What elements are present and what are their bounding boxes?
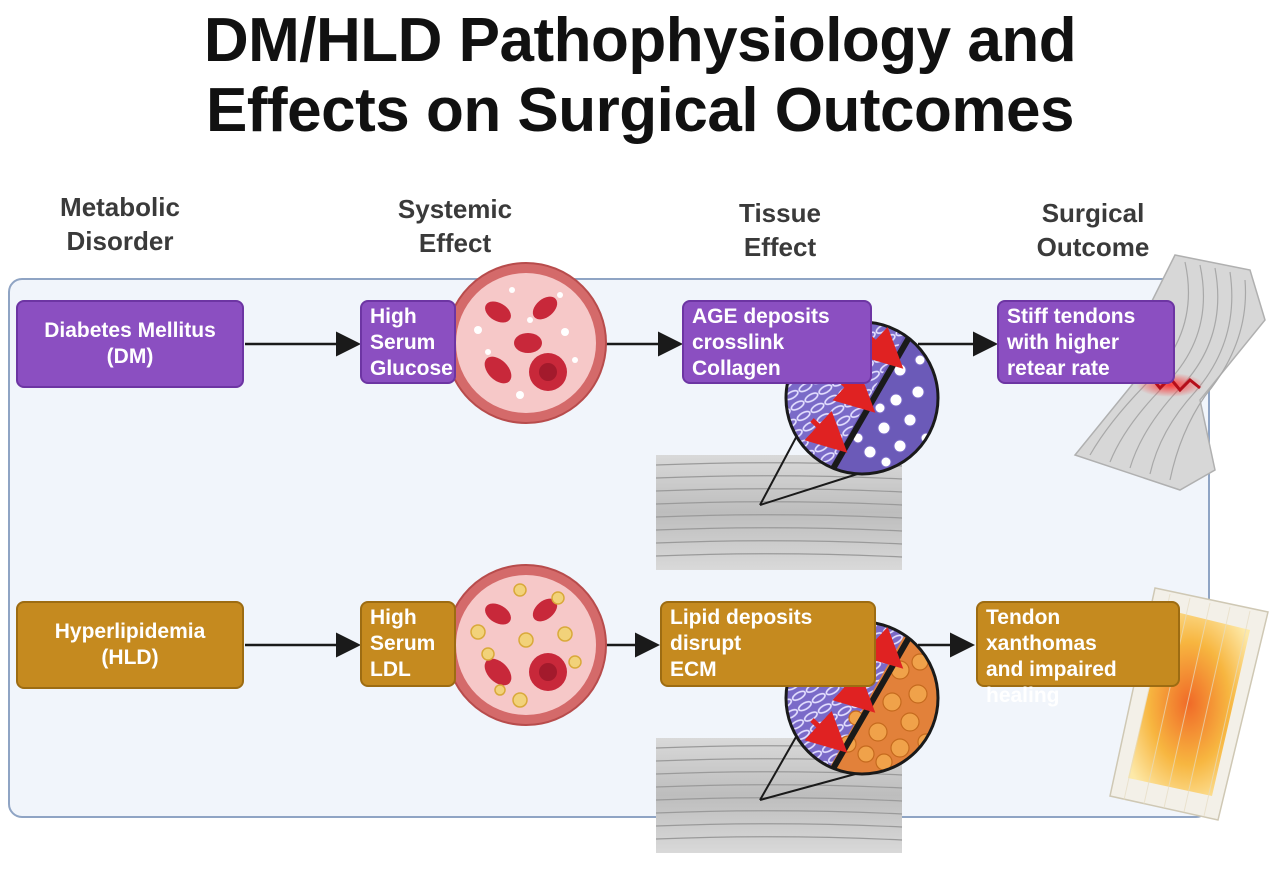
column-header-line: Effect	[743, 232, 817, 262]
column-header-line: Disorder	[66, 226, 174, 256]
column-header-line: Metabolic	[60, 192, 180, 222]
column-header-line: Effect	[418, 228, 492, 258]
outcome-line: and impaired	[986, 658, 1117, 681]
hld-blood-vessel-icon	[445, 564, 607, 726]
dm-tissue-effect-box: AGE deposits crosslink Collagen	[682, 300, 872, 384]
hld-tissue-effect-box: Lipid deposits disrupt ECM	[660, 601, 876, 687]
tissue-line: Collagen	[692, 357, 781, 380]
column-header-tissue-effect: Tissue Effect	[680, 196, 880, 264]
outcome-line: healing	[986, 684, 1060, 707]
systemic-line: High	[370, 305, 417, 328]
hld-surgical-outcome-box: Tendon xanthomas and impaired healing	[976, 601, 1180, 707]
hld-disorder-box: Hyperlipidemia (HLD)	[16, 601, 244, 689]
outcome-line: Stiff tendons	[1007, 305, 1136, 328]
dm-surgical-outcome-box: Stiff tendons with higher retear rate	[997, 300, 1175, 384]
title-line-1: DM/HLD Pathophysiology and	[203, 6, 1077, 75]
systemic-line: High	[370, 606, 417, 629]
tissue-line: Lipid deposits	[670, 606, 813, 629]
column-header-line: Tissue	[739, 198, 821, 228]
hld-systemic-effect-box: High Serum LDL	[360, 601, 456, 687]
column-header-line: Systemic	[397, 194, 513, 224]
column-header-metabolic-disorder: Metabolic Disorder	[20, 190, 220, 258]
outcome-line: Tendon xanthomas	[986, 606, 1097, 655]
outcome-line: with higher	[1007, 331, 1119, 354]
systemic-line: Serum	[370, 331, 436, 354]
outcome-line: retear rate	[1007, 357, 1110, 380]
tissue-line: disrupt	[670, 632, 742, 655]
disorder-label: Diabetes Mellitus	[44, 319, 216, 342]
dm-disorder-box: Diabetes Mellitus (DM)	[16, 300, 244, 388]
systemic-line: Serum	[370, 632, 436, 655]
diagram-title: DM/HLD Pathophysiology and Effects on Su…	[0, 6, 1280, 146]
disorder-label: Hyperlipidemia	[54, 620, 206, 643]
column-header-surgical-outcome: Surgical Outcome	[993, 196, 1193, 264]
disorder-abbrev: (HLD)	[101, 646, 159, 669]
column-header-line: Outcome	[1036, 232, 1150, 262]
column-header-line: Surgical	[1041, 198, 1145, 228]
disorder-abbrev: (DM)	[106, 345, 154, 368]
dm-blood-vessel-icon	[445, 262, 607, 424]
tissue-line: crosslink	[692, 331, 785, 354]
column-header-systemic-effect: Systemic Effect	[355, 192, 555, 260]
tissue-line: AGE deposits	[692, 305, 830, 328]
dm-systemic-effect-box: High Serum Glucose	[360, 300, 456, 384]
systemic-line: Glucose	[370, 357, 453, 380]
tissue-line: ECM	[670, 658, 717, 681]
title-line-2: Effects on Surgical Outcomes	[206, 76, 1075, 145]
systemic-line: LDL	[370, 658, 411, 681]
